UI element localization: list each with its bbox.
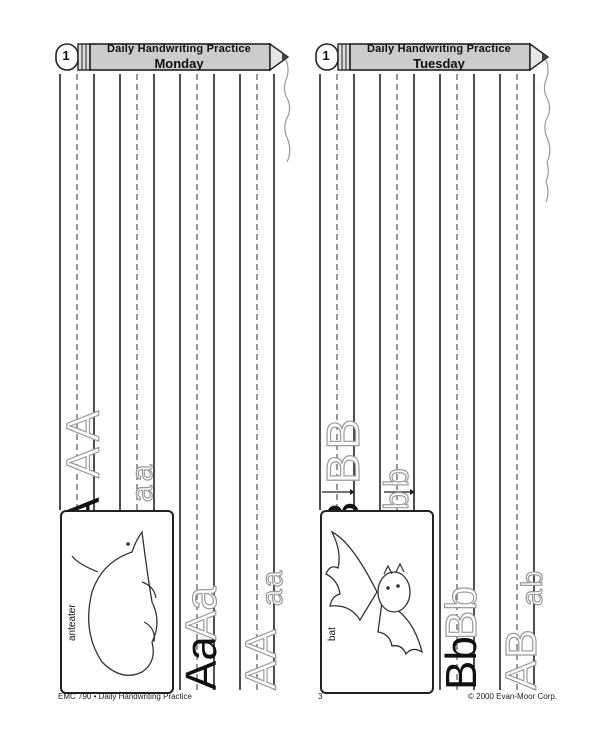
model-pair: Bb	[437, 636, 486, 690]
picture-caption: bat	[327, 627, 338, 641]
picture-anteater: anteater	[60, 510, 174, 694]
header-title: Daily Handwriting Practice	[367, 43, 511, 55]
trace-pair: Aa	[176, 586, 226, 641]
ruled-lines	[54, 40, 294, 695]
trace-combo-upper: AB	[496, 627, 546, 691]
trace-lowercase: bb	[377, 464, 416, 511]
pencil-header: 1 Daily Handwriting Practice Tuesday	[314, 40, 554, 74]
trace-pair: Bb	[436, 586, 486, 641]
anteater-icon	[71, 530, 158, 676]
trace-combo-lower: ab	[515, 568, 549, 607]
practice-panel-monday: 1 Daily Handwriting Practice Monday A AA…	[54, 40, 294, 694]
picture-bat: bat	[320, 510, 434, 694]
header-title: Daily Handwriting Practice	[107, 43, 251, 55]
trace-uppercase: BB	[316, 414, 369, 485]
bat-icon	[325, 530, 424, 656]
practice-panel-tuesday: 1 Daily Handwriting Practice Tuesday B B…	[314, 40, 554, 694]
picture-caption: anteater	[67, 604, 78, 641]
lesson-number: 1	[62, 48, 70, 63]
model-pair: Aa	[177, 636, 226, 690]
footer-right: © 2000 Evan-Moor Corp.	[468, 692, 558, 701]
header-day: Tuesday	[413, 56, 465, 71]
trace-combo-lower: aa	[255, 568, 289, 607]
lesson-number: 1	[322, 48, 330, 63]
page-number: 3	[318, 692, 323, 701]
trace-combo-upper: AA	[236, 627, 286, 691]
pencil-header: 1 Daily Handwriting Practice Monday	[54, 40, 294, 74]
trace-lowercase: aa	[125, 460, 159, 503]
trace-uppercase: AA	[56, 404, 109, 479]
header-day: Monday	[154, 56, 204, 71]
footer-left: EMC 790 • Daily Handwriting Practice	[58, 692, 192, 701]
